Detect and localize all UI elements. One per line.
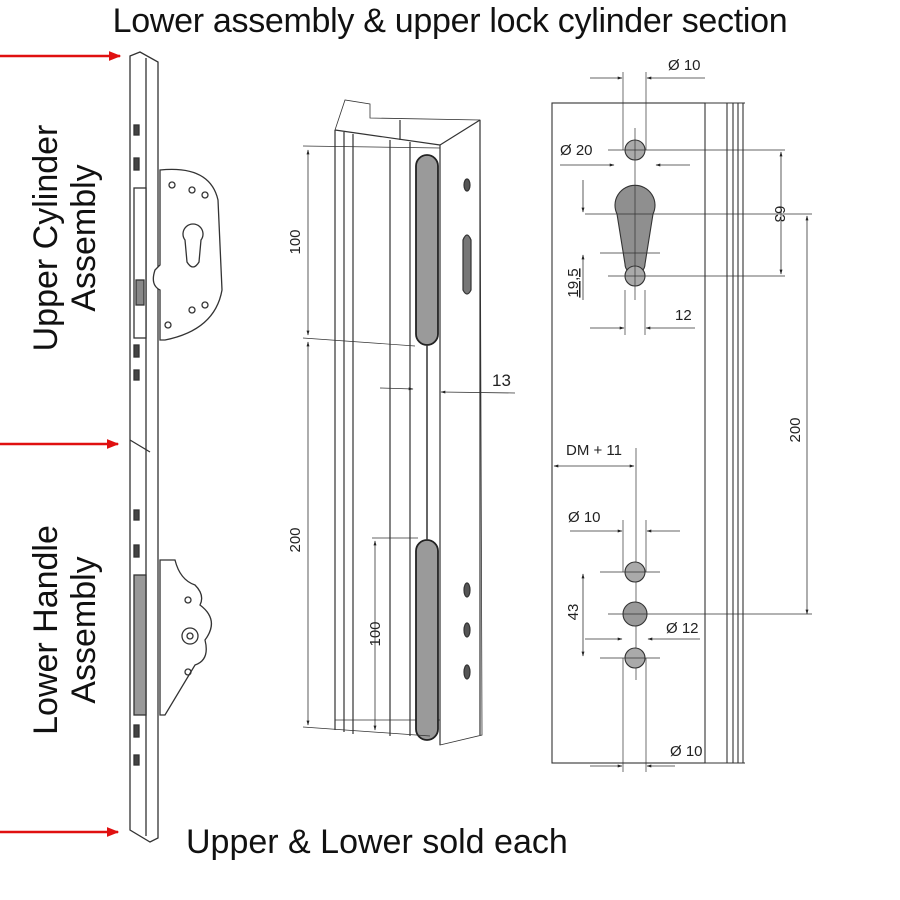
upper-slot bbox=[415, 154, 439, 346]
template-dimension-labels: Ø 10 Ø 20 63 19,5 12 200 DM + 11 Ø 10 43… bbox=[560, 57, 804, 760]
dim-top-hole-dia: Ø 10 bbox=[668, 57, 701, 74]
diagram-title: Lower assembly & upper lock cylinder sec… bbox=[112, 2, 788, 40]
dim-100-upper: 100 bbox=[287, 229, 304, 254]
spindle-hole-icon bbox=[181, 627, 199, 645]
dim-19-5: 19,5 bbox=[565, 268, 582, 297]
cylinder-hole-icon bbox=[182, 223, 204, 268]
drilling-template bbox=[551, 72, 812, 772]
dim-bottom-hole-dia: Ø 10 bbox=[670, 743, 703, 760]
dim-43: 43 bbox=[565, 604, 582, 621]
dim-cylinder-dia: Ø 20 bbox=[560, 142, 593, 159]
lower-slot bbox=[415, 539, 439, 741]
dim-63: 63 bbox=[771, 206, 788, 223]
dim-200-middle: 200 bbox=[287, 527, 304, 552]
dim-200-span: 200 bbox=[787, 417, 804, 442]
dim-handle-hole-dia: Ø 10 bbox=[568, 509, 601, 526]
dim-12-slot: 12 bbox=[675, 307, 692, 324]
red-arrows bbox=[0, 51, 122, 837]
dim-backset: DM + 11 bbox=[566, 442, 622, 459]
dim-13: 13 bbox=[492, 371, 511, 390]
dim-spindle-dia: Ø 12 bbox=[666, 620, 699, 637]
faceplate-assembly bbox=[129, 51, 223, 843]
footer-note: Upper & Lower sold each bbox=[186, 823, 568, 861]
handle-case bbox=[159, 559, 212, 716]
profile-section bbox=[302, 99, 516, 746]
profile-dimension-labels: 100 13 200 100 bbox=[287, 229, 511, 646]
dim-100-lower: 100 bbox=[367, 621, 384, 646]
